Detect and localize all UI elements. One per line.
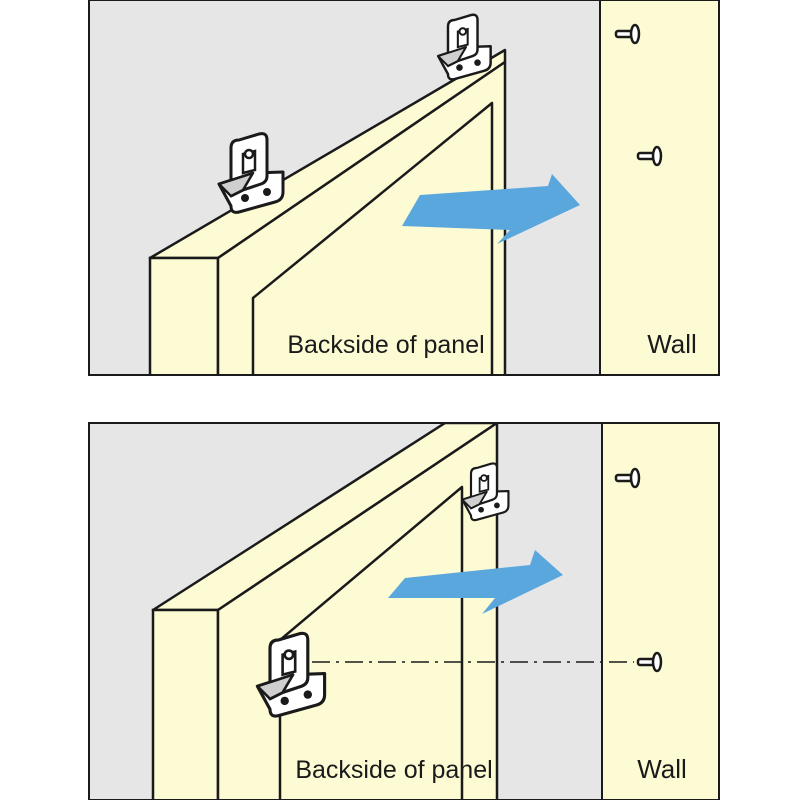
panel-label: Backside of panel (287, 331, 484, 359)
panel-frame-line (251, 101, 494, 375)
panel-back-face (216, 60, 507, 375)
wall (599, 0, 720, 376)
bottom-illustration: Backside of panel Wall (88, 422, 720, 800)
panel-side-face (148, 256, 220, 375)
wall-label: Wall (647, 329, 697, 359)
panel-label: Backside of panel (295, 756, 492, 784)
top-illustration: Backside of panel Wall (88, 0, 720, 376)
arrow-right-icon (402, 174, 580, 244)
wall-label: Wall (637, 754, 687, 784)
panel-side-face (151, 608, 220, 800)
arrow-right-icon (388, 550, 563, 614)
panel-frame-line (278, 485, 464, 800)
